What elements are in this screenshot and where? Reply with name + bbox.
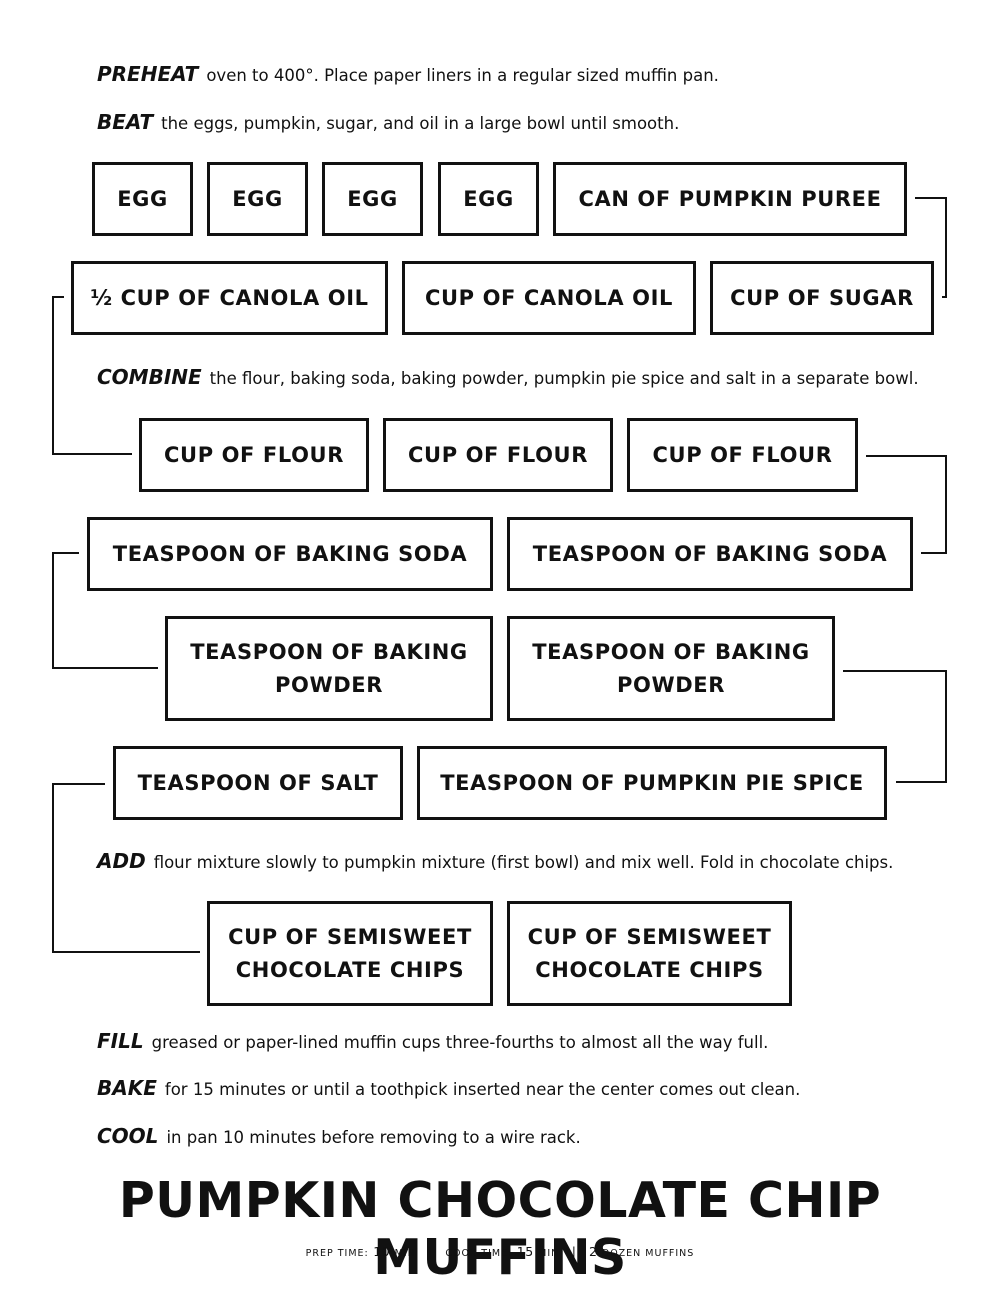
ingredient-label-line: CUP OF SEMISWEET: [527, 924, 772, 949]
ingredient-label-line: CUP OF SEMISWEET: [228, 924, 472, 949]
step-text: greased or paper-lined muffin cups three…: [151, 1033, 769, 1052]
prep-time-label: prep time:: [305, 1248, 369, 1259]
connector-line: [921, 552, 947, 554]
ingredient-chocolate-chips: CUP OF SEMISWEET CHOCOLATE CHIPS: [507, 901, 792, 1006]
step-verb: FILL: [97, 1029, 144, 1053]
step-text: the eggs, pumpkin, sugar, and oil in a l…: [161, 114, 680, 133]
step-text: flour mixture slowly to pumpkin mixture …: [153, 853, 894, 872]
ingredient-salt: TEASPOON OF SALT: [113, 746, 403, 820]
step-verb: BEAT: [97, 110, 154, 134]
step-verb: BAKE: [97, 1076, 157, 1100]
connector-line: [52, 296, 54, 455]
ingredient-label-line: TEASPOON OF BAKING: [532, 639, 810, 664]
step-verb: COOL: [97, 1124, 159, 1148]
step-bake: BAKE for 15 minutes or until a toothpick …: [97, 1076, 800, 1100]
ingredient-label: ½ CUP OF CANOLA OIL: [90, 285, 369, 310]
ingredient-label-line: POWDER: [275, 672, 383, 697]
cook-time-unit: min: [538, 1248, 560, 1259]
connector-line: [945, 455, 947, 554]
step-verb: ADD: [97, 849, 146, 873]
connector-line: [52, 453, 132, 455]
step-text: the flour, baking soda, baking powder, p…: [209, 369, 919, 388]
prep-time-value: 10: [373, 1244, 391, 1259]
connector-line: [945, 670, 947, 783]
yield-unit: dozen muffins: [601, 1248, 695, 1259]
ingredient-label-line: POWDER: [617, 672, 725, 697]
ingredient-label: TEASPOON OF BAKING SODA: [532, 541, 888, 566]
ingredient-label: EGG: [347, 186, 398, 211]
ingredient-label: CUP OF CANOLA OIL: [425, 285, 673, 310]
connector-line: [942, 296, 947, 298]
ingredient-egg: EGG: [322, 162, 423, 236]
recipe-meta: prep time: 10 min | cook time: 15 min | …: [0, 1244, 1000, 1259]
connector-line: [52, 783, 105, 785]
connector-line: [915, 197, 947, 199]
ingredient-baking-powder: TEASPOON OF BAKING POWDER: [507, 616, 835, 721]
step-fill: FILL greased or paper-lined muffin cups t…: [97, 1029, 768, 1053]
step-text: oven to 400°. Place paper liners in a re…: [206, 66, 719, 85]
cook-time-label: cook time:: [445, 1248, 513, 1259]
connector-line: [52, 296, 64, 298]
ingredient-label: CUP OF FLOUR: [164, 442, 344, 467]
prep-time-unit: min: [394, 1248, 416, 1259]
step-cool: COOL in pan 10 minutes before removing to…: [97, 1124, 581, 1148]
ingredient-label: TEASPOON OF PUMPKIN PIE SPICE: [440, 770, 864, 795]
ingredient-label: CAN OF PUMPKIN PUREE: [578, 186, 882, 211]
ingredient-flour: CUP OF FLOUR: [139, 418, 369, 492]
ingredient-half-cup-canola-oil: ½ CUP OF CANOLA OIL: [71, 261, 388, 335]
ingredient-label: EGG: [232, 186, 283, 211]
ingredient-label: EGG: [463, 186, 514, 211]
ingredient-baking-soda: TEASPOON OF BAKING SODA: [507, 517, 913, 591]
meta-separator: |: [571, 1244, 577, 1259]
connector-line: [52, 951, 200, 953]
ingredient-label: TEASPOON OF BAKING SODA: [112, 541, 468, 566]
ingredient-label: TEASPOON OF SALT: [137, 770, 379, 795]
connector-line: [52, 552, 79, 554]
ingredient-pumpkin-puree: CAN OF PUMPKIN PUREE: [553, 162, 907, 236]
ingredient-baking-powder: TEASPOON OF BAKING POWDER: [165, 616, 493, 721]
recipe-title: PUMPKIN CHOCOLATE CHIP MUFFINS: [118, 1172, 882, 1286]
connector-line: [52, 552, 54, 669]
ingredient-baking-soda: TEASPOON OF BAKING SODA: [87, 517, 493, 591]
connector-line: [866, 455, 947, 457]
ingredient-label-line: CHOCOLATE CHIPS: [235, 957, 465, 982]
step-combine: COMBINE the flour, baking soda, baking po…: [97, 365, 919, 389]
connector-line: [843, 670, 947, 672]
ingredient-label: EGG: [117, 186, 168, 211]
ingredient-egg: EGG: [438, 162, 539, 236]
ingredient-canola-oil: CUP OF CANOLA OIL: [402, 261, 696, 335]
cook-time-value: 15: [516, 1244, 534, 1259]
step-beat: BEAT the eggs, pumpkin, sugar, and oil in…: [97, 110, 679, 134]
step-add: ADD flour mixture slowly to pumpkin mixtu…: [97, 849, 893, 873]
ingredient-label: CUP OF FLOUR: [408, 442, 588, 467]
ingredient-label: CUP OF FLOUR: [652, 442, 833, 467]
ingredient-sugar: CUP OF SUGAR: [710, 261, 934, 335]
ingredient-flour: CUP OF FLOUR: [627, 418, 858, 492]
ingredient-egg: EGG: [207, 162, 308, 236]
ingredient-label: CUP OF SUGAR: [730, 285, 914, 310]
step-verb: COMBINE: [97, 365, 202, 389]
ingredient-flour: CUP OF FLOUR: [383, 418, 613, 492]
ingredient-chocolate-chips: CUP OF SEMISWEET CHOCOLATE CHIPS: [207, 901, 493, 1006]
ingredient-pumpkin-pie-spice: TEASPOON OF PUMPKIN PIE SPICE: [417, 746, 887, 820]
connector-line: [52, 783, 54, 953]
connector-line: [52, 667, 158, 669]
step-verb: PREHEAT: [97, 62, 199, 86]
connector-line: [945, 197, 947, 298]
step-text: in pan 10 minutes before removing to a w…: [166, 1128, 581, 1147]
ingredient-egg: EGG: [92, 162, 193, 236]
connector-line: [896, 781, 947, 783]
step-preheat: PREHEAT oven to 400°. Place paper liners …: [97, 62, 719, 86]
ingredient-label-line: TEASPOON OF BAKING: [190, 639, 468, 664]
meta-separator: |: [428, 1244, 433, 1259]
step-text: for 15 minutes or until a toothpick inse…: [164, 1080, 801, 1099]
yield-value: 2: [588, 1244, 598, 1259]
ingredient-label-line: CHOCOLATE CHIPS: [535, 957, 764, 982]
